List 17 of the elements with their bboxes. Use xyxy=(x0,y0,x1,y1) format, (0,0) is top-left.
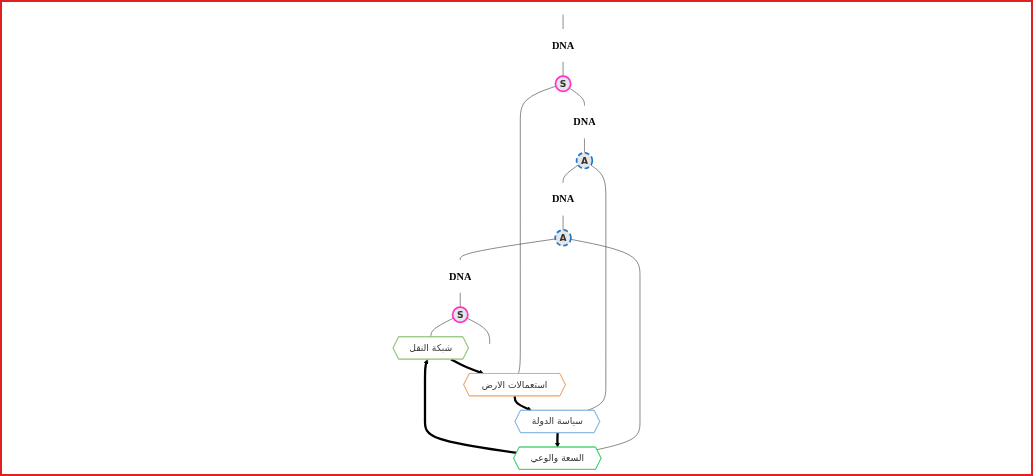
connector xyxy=(518,85,557,375)
arrow xyxy=(513,396,532,411)
connector xyxy=(459,238,556,261)
node-circle: A xyxy=(554,229,572,247)
arrow xyxy=(423,359,517,454)
connector xyxy=(430,317,454,338)
node-text: DNA xyxy=(551,193,575,205)
node-text: DNA xyxy=(449,270,472,282)
connector xyxy=(569,87,585,106)
connector xyxy=(570,239,641,450)
arrow xyxy=(450,358,485,375)
node-circle: S xyxy=(451,306,469,324)
node-circle: A xyxy=(575,151,594,170)
node-text: DNA xyxy=(551,39,575,51)
node-text: DNA xyxy=(573,116,596,128)
node-circle: S xyxy=(554,75,572,93)
arrow xyxy=(554,432,560,448)
